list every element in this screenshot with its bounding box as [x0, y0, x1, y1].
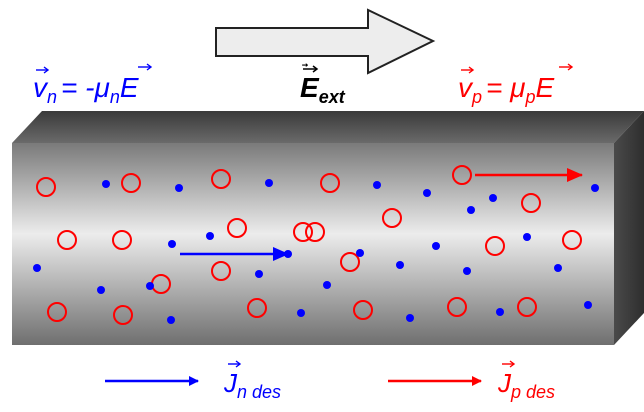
- electron-particle: [489, 194, 497, 202]
- holes-group: [36, 165, 582, 325]
- hole-particle: [340, 252, 360, 272]
- field-vector-arrow-glyph: ⃗: [302, 63, 309, 67]
- hole-particle: [447, 297, 467, 317]
- hole-particle: [320, 173, 340, 193]
- vp-field-vector-head: [567, 63, 574, 71]
- hole-particle: [227, 218, 247, 238]
- electron-particle: [373, 181, 381, 189]
- external-field-label: ⃗ Eext: [300, 63, 346, 107]
- vn-vector-head: [43, 66, 50, 74]
- electron-particle: [463, 267, 471, 275]
- external-field-arrow: [215, 8, 436, 75]
- svg-text:vp= μpE: vp= μpE: [458, 72, 555, 107]
- hole-particle: [521, 193, 541, 213]
- svg-text:Jp des: Jp des: [497, 368, 555, 402]
- electron-particle: [356, 249, 364, 257]
- electron-particle: [206, 232, 214, 240]
- electron-particle: [554, 264, 562, 272]
- svg-text:Jn des: Jn des: [223, 368, 281, 402]
- vn-equation: = -μ: [61, 72, 110, 103]
- bar-top-face: [12, 111, 644, 143]
- jp-subscript: p des: [510, 382, 555, 402]
- electron-velocity-label: vn= -μnE: [33, 63, 153, 107]
- hole-particle: [211, 169, 231, 189]
- hole-particle: [485, 236, 505, 256]
- vp-mobility-subscript: p: [525, 87, 536, 107]
- hole-particle: [121, 173, 141, 193]
- vp-subscript: p: [471, 87, 482, 107]
- field-subscript: ext: [319, 87, 346, 107]
- hole-particle: [517, 297, 537, 317]
- hole-particle: [562, 230, 582, 250]
- electrons-group: [33, 179, 599, 324]
- field-vector-head: [312, 65, 319, 73]
- semiconductor-bar: [12, 111, 644, 345]
- vp-symbol: v: [458, 72, 474, 103]
- vp-equation: = μ: [486, 72, 525, 103]
- hole-particle: [382, 208, 402, 228]
- vp-vector-head: [468, 66, 475, 74]
- hole-particle: [113, 305, 133, 325]
- electron-particle: [265, 179, 273, 187]
- electron-particle: [496, 308, 504, 316]
- electron-particle: [146, 282, 154, 290]
- jn-vector-head: [235, 360, 242, 368]
- svg-text:Eext: Eext: [300, 72, 346, 107]
- electron-particle: [432, 242, 440, 250]
- vn-mobility-subscript: n: [110, 87, 120, 107]
- electron-particle: [33, 264, 41, 272]
- electron-particle: [584, 301, 592, 309]
- vn-field-symbol: E: [120, 72, 139, 103]
- hole-particle: [36, 177, 56, 197]
- vn-subscript: n: [47, 87, 57, 107]
- electron-particle: [297, 309, 305, 317]
- hole-particle: [305, 222, 325, 242]
- electron-particle: [406, 314, 414, 322]
- electron-particle: [167, 316, 175, 324]
- electron-particle: [591, 184, 599, 192]
- hole-particle: [57, 230, 77, 250]
- vp-field-symbol: E: [536, 72, 555, 103]
- field-symbol: E: [300, 72, 320, 103]
- bar-front-face: [12, 143, 614, 345]
- hole-particle: [353, 300, 373, 320]
- electron-particle: [467, 206, 475, 214]
- electron-particle: [175, 184, 183, 192]
- electron-particle: [323, 281, 331, 289]
- svg-text:vn= -μnE: vn= -μnE: [33, 72, 139, 107]
- electron-particle: [396, 261, 404, 269]
- hole-velocity-label: vp= μpE: [458, 63, 574, 107]
- bar-side-face: [614, 111, 644, 345]
- vn-symbol: v: [33, 72, 49, 103]
- electron-particle: [97, 286, 105, 294]
- electron-particle: [168, 240, 176, 248]
- electron-particle: [523, 233, 531, 241]
- jp-vector-head: [509, 360, 516, 368]
- hole-particle: [452, 165, 472, 185]
- jn-symbol: J: [223, 368, 238, 398]
- hole-particle: [47, 302, 67, 322]
- hole-particle: [112, 230, 132, 250]
- vn-field-vector-head: [146, 63, 153, 71]
- electron-particle: [255, 270, 263, 278]
- electron-particle: [102, 180, 110, 188]
- jp-symbol: J: [497, 368, 512, 398]
- legend: Jn des Jp des: [105, 360, 555, 402]
- hole-particle: [293, 222, 313, 242]
- hole-particle: [211, 261, 231, 281]
- electron-particle: [423, 189, 431, 197]
- jn-subscript: n des: [237, 382, 281, 402]
- hole-particle: [247, 298, 267, 318]
